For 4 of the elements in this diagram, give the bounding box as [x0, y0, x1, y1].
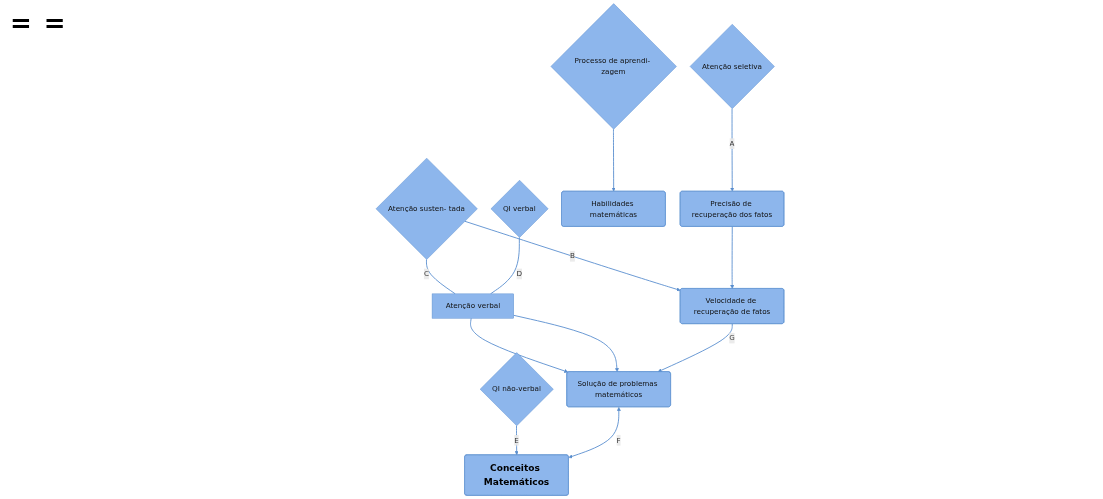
equals-sign: = [43, 8, 66, 38]
connector [426, 259, 456, 295]
connector [490, 237, 520, 295]
equals-sign: = [10, 8, 32, 38]
